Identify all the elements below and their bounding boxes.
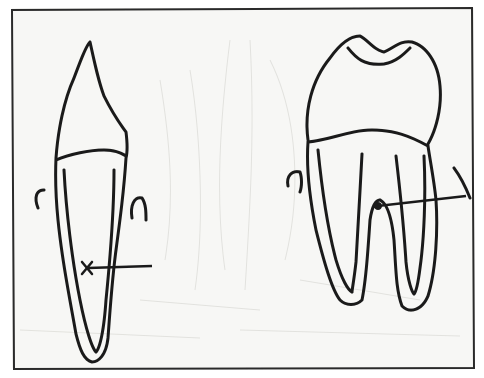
diagram-canvas [0,0,484,378]
tooth-diagram [0,0,484,378]
